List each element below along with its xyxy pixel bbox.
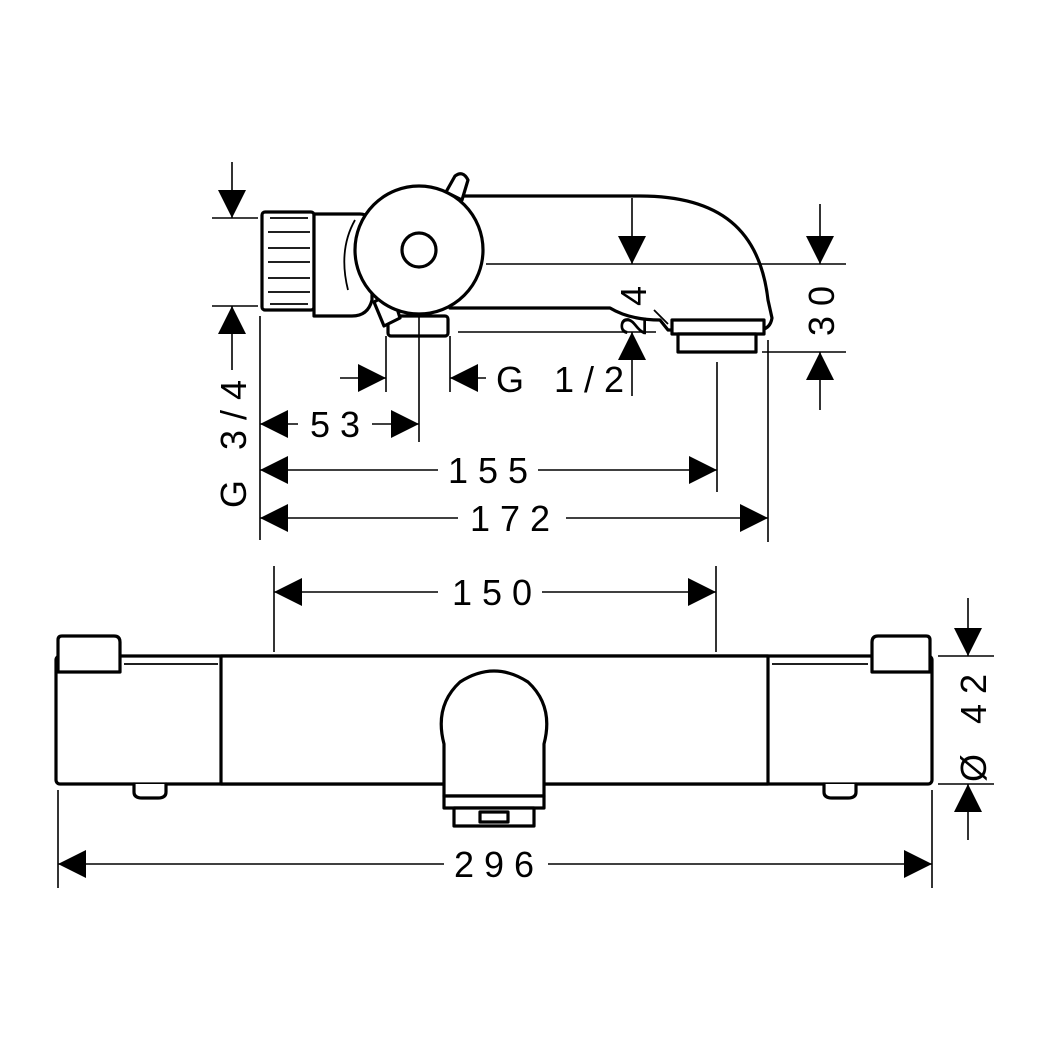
dim-label-24: 24 [613, 276, 654, 336]
side-view: G 3/4 24 30 G 1/2 [212, 162, 846, 542]
dim-label-172: 172 [470, 498, 560, 539]
dim-label-150: 150 [452, 572, 542, 613]
dim-label-d42: Ø 42 [953, 664, 994, 782]
dim-spout-height: 24 [613, 198, 654, 396]
spout [448, 194, 774, 332]
left-foot [132, 782, 168, 800]
dim-outlet-height: 30 [801, 204, 842, 410]
dim-connection-thread: G 3/4 [213, 162, 254, 508]
dim-body-diameter: Ø 42 [953, 598, 994, 840]
spout-outlet [670, 318, 766, 354]
dim-label-53: 53 [310, 404, 370, 445]
dim-overall-depth: 172 [260, 498, 768, 539]
right-foot [822, 782, 858, 800]
dim-label-g34: G 3/4 [213, 370, 254, 508]
dim-label-30: 30 [801, 276, 842, 336]
knob-lever [444, 172, 470, 202]
side-extension-lines [212, 217, 846, 542]
dim-valve-centers: 150 [274, 572, 716, 613]
dim-label-g12: G 1/2 [496, 359, 634, 400]
dim-label-296: 296 [454, 844, 544, 885]
dim-outlet-axis: 53 [260, 404, 419, 445]
hex-nut [260, 210, 316, 312]
dim-outlet-thread: G 1/2 [340, 359, 634, 400]
dim-overall-width: 296 [58, 844, 932, 885]
left-end-cap [56, 634, 122, 674]
front-knob [439, 669, 549, 798]
outlet-stub [386, 314, 450, 338]
knob-center [400, 231, 438, 269]
front-extension-lines [57, 566, 994, 888]
front-view: 150 Ø 42 296 [54, 566, 994, 888]
right-end-cap [870, 634, 932, 674]
dim-spout-outlet: 155 [260, 450, 717, 491]
front-outlet [442, 794, 546, 828]
dim-label-155: 155 [448, 450, 538, 491]
